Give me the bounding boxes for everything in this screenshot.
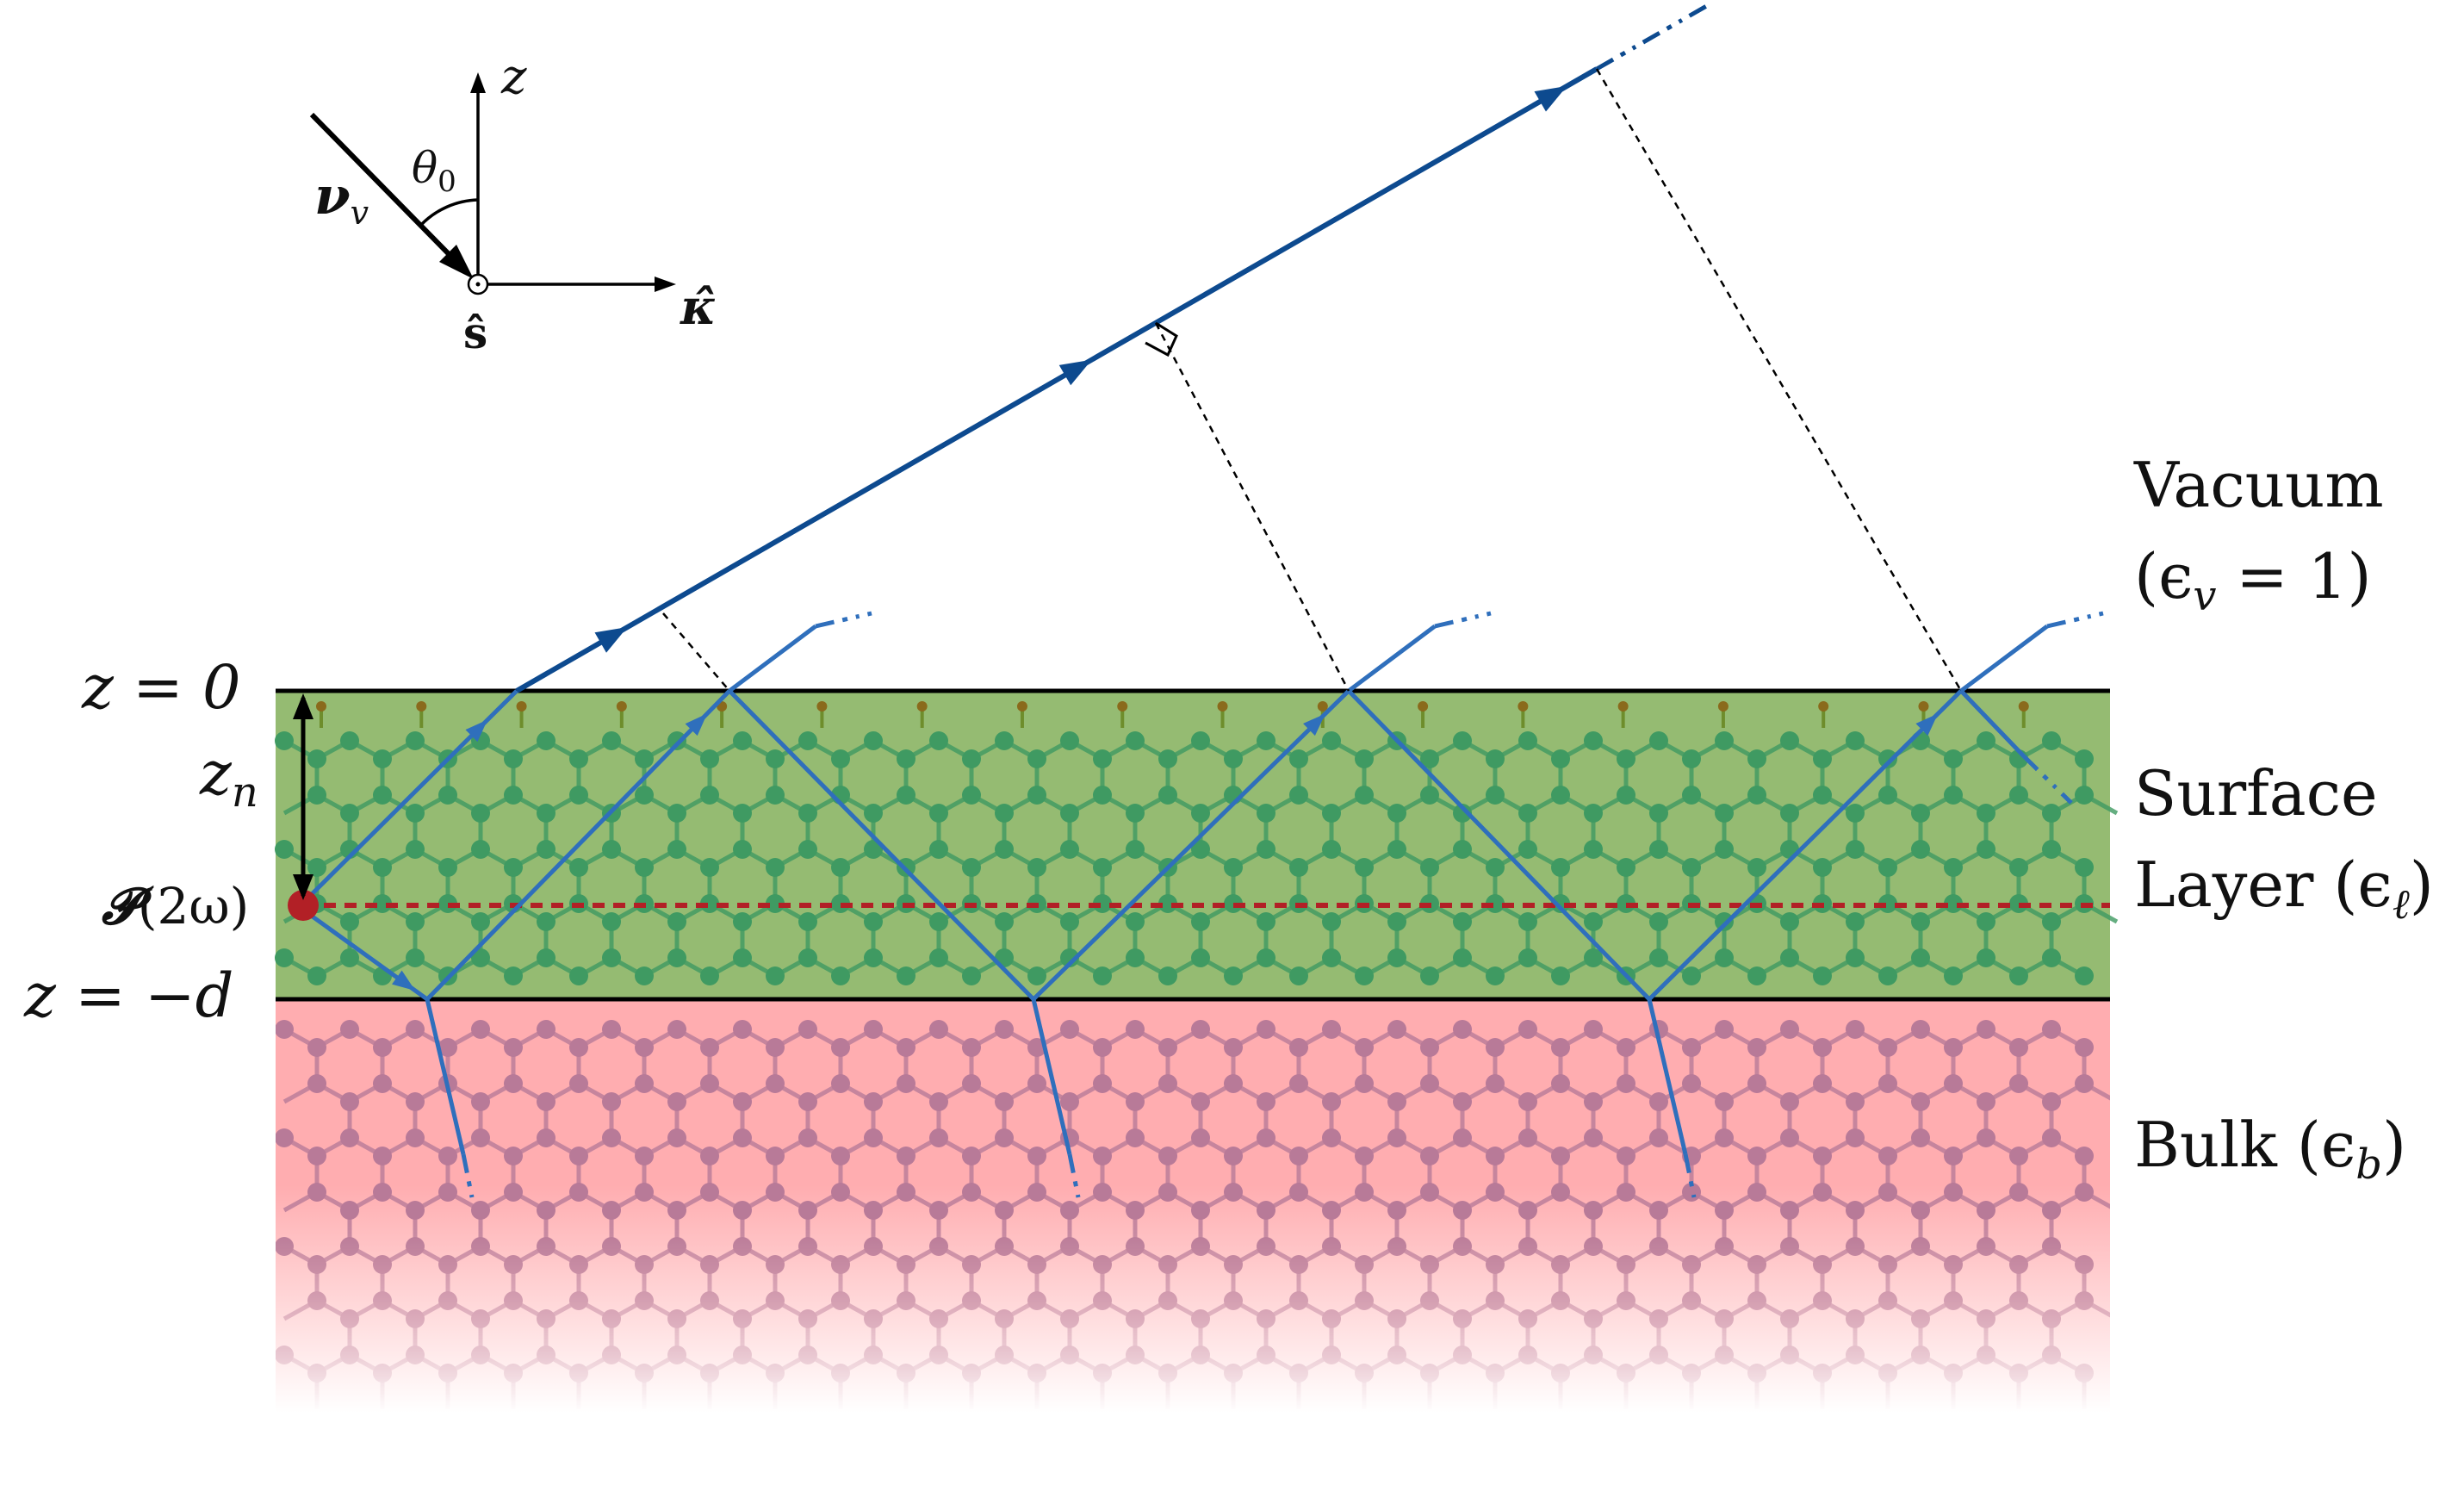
z-zero-label: z = 0 — [81, 652, 241, 723]
vacuum-label: Vacuum — [2133, 449, 2384, 521]
zn-arrow-head-top — [293, 693, 313, 719]
nu-label: νv — [314, 166, 369, 232]
right-angle-marker — [1145, 321, 1178, 357]
layer-epsilon-label: Layer (ϵℓ) — [2134, 848, 2434, 929]
polarization-dot — [288, 890, 319, 921]
kappa-axis-arrowhead — [655, 277, 676, 292]
ray-paths — [308, 2, 2104, 1198]
wavefront-projections — [662, 68, 1963, 692]
zn-arrow-head-bottom — [293, 874, 313, 900]
theta-label: θ0 — [412, 143, 456, 199]
bulk-epsilon-label: Bulk (ϵb) — [2134, 1109, 2406, 1189]
nu-vector-line — [309, 112, 459, 264]
polarization-label: 𝓟(2ω) — [102, 877, 249, 935]
nu-vector-arrowhead — [439, 245, 474, 279]
theta-arc — [419, 198, 479, 227]
zn-label: zn — [199, 738, 258, 817]
z-axis-label: z — [500, 49, 527, 105]
z-minus-d-label: z = −d — [23, 960, 234, 1031]
z-axis-arrowhead — [470, 72, 486, 93]
surface-lattice — [275, 701, 2119, 985]
surface-label: Surface — [2134, 757, 2378, 830]
coordinate-inset: z θ0 νv ŝ κ̂ — [309, 49, 717, 358]
vacuum-epsilon-label: (ϵv = 1) — [2134, 540, 2372, 620]
kappa-hat-label: κ̂ — [680, 279, 717, 336]
bulk-lattice — [275, 1020, 2119, 1409]
out-of-plane-dot — [475, 282, 481, 287]
s-hat-label: ŝ — [463, 308, 487, 358]
